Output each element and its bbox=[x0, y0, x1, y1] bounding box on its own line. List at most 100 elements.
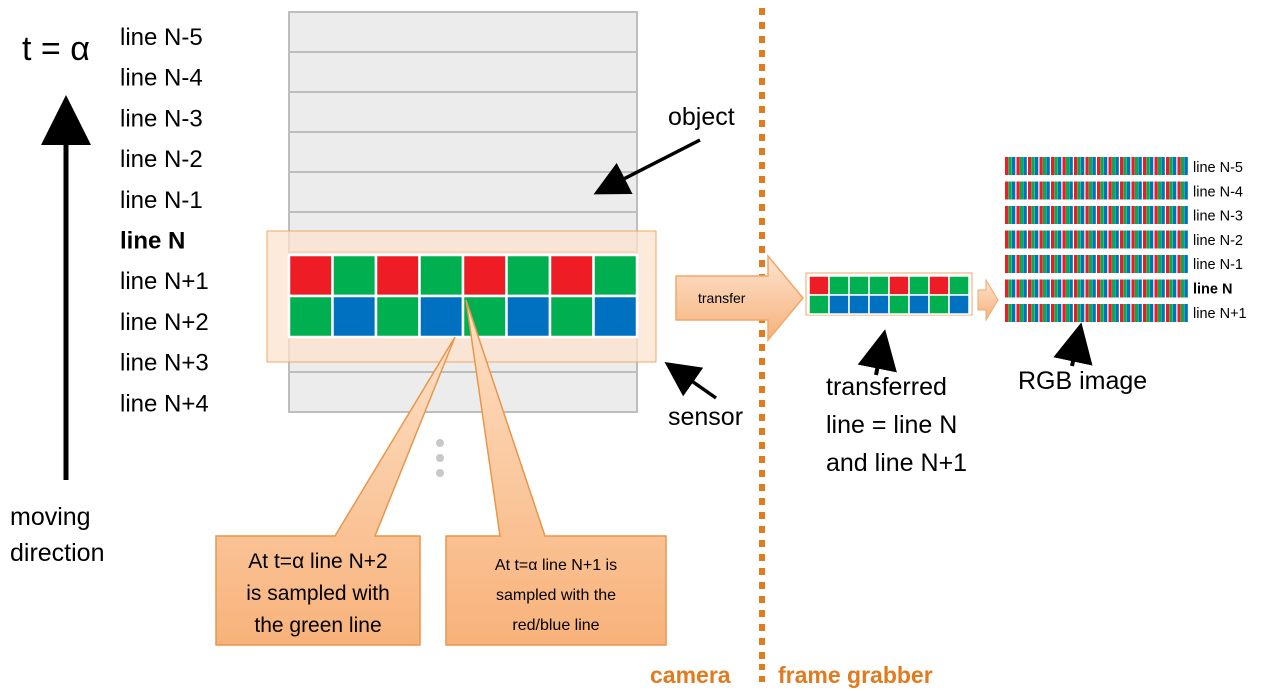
rgb-subpixel-red bbox=[1005, 304, 1009, 322]
rgb-line-label: line N-2 bbox=[1193, 233, 1243, 249]
rgb-subpixel-red bbox=[1131, 255, 1135, 273]
rgb-subpixel-red bbox=[1039, 206, 1043, 224]
rgb-subpixel-green bbox=[1066, 279, 1070, 298]
moving-direction-label-1: moving bbox=[10, 503, 91, 531]
rgb-subpixel-red bbox=[1062, 157, 1066, 175]
rgb-subpixel-red bbox=[1108, 304, 1112, 322]
rgb-subpixel-green bbox=[1031, 206, 1035, 224]
bayer-pixel-green bbox=[331, 253, 378, 298]
rgb-subpixel-green bbox=[1020, 157, 1024, 175]
transferred-pixel-green bbox=[848, 275, 870, 296]
rgb-subpixel-blue bbox=[1138, 279, 1142, 298]
rgb-subpixel-red bbox=[1005, 230, 1009, 249]
rgb-subpixel-red bbox=[1051, 255, 1055, 273]
rgb-subpixel-blue bbox=[1184, 255, 1188, 273]
callout-redblue-text-1: At t=α line N+1 is bbox=[495, 557, 617, 574]
rgb-subpixel-blue bbox=[1023, 157, 1027, 175]
rgb-subpixel-blue bbox=[1104, 279, 1108, 298]
transfer-label: transfer bbox=[698, 290, 746, 306]
rgb-subpixel-red bbox=[1154, 206, 1158, 224]
to-rgb-arrow bbox=[977, 278, 999, 322]
rgb-subpixel-blue bbox=[1104, 206, 1108, 224]
rgb-subpixel-blue bbox=[1069, 181, 1073, 200]
rgb-subpixel-red bbox=[1108, 279, 1112, 298]
rgb-subpixel-blue bbox=[1150, 304, 1154, 322]
object-line-bar bbox=[288, 11, 638, 53]
rgb-subpixel-red bbox=[1016, 255, 1020, 273]
rgb-subpixel-red bbox=[1143, 279, 1147, 298]
rgb-subpixel-green bbox=[1031, 304, 1035, 322]
rgb-subpixel-blue bbox=[1150, 255, 1154, 273]
rgb-subpixel-green bbox=[1181, 255, 1185, 273]
callout-redblue-line: At t=α line N+1 is sampled with the red/… bbox=[445, 299, 667, 646]
rgb-subpixel-green bbox=[1135, 206, 1139, 224]
rgb-subpixel-green bbox=[1031, 279, 1035, 298]
rgb-subpixel-green bbox=[1020, 181, 1024, 200]
rgb-subpixel-red bbox=[1062, 279, 1066, 298]
rgb-subpixel-green bbox=[1066, 181, 1070, 200]
rgb-subpixel-red bbox=[1074, 206, 1078, 224]
bayer-pixel-green bbox=[418, 253, 465, 298]
rgb-subpixel-blue bbox=[1161, 255, 1165, 273]
rgb-subpixel-green bbox=[1077, 255, 1081, 273]
rgb-subpixel-blue bbox=[1012, 255, 1016, 273]
rgb-subpixel-green bbox=[1054, 255, 1058, 273]
rgb-subpixel-blue bbox=[1138, 181, 1142, 200]
rgb-subpixel-red bbox=[1085, 181, 1089, 200]
rgb-subpixel-red bbox=[1177, 157, 1181, 175]
rgb-subpixel-blue bbox=[1173, 304, 1177, 322]
rgb-subpixel-red bbox=[1108, 230, 1112, 249]
rgb-subpixel-green bbox=[1043, 157, 1047, 175]
rgb-subpixel-blue bbox=[1161, 304, 1165, 322]
rgb-subpixel-blue bbox=[1115, 157, 1119, 175]
rgb-subpixel-green bbox=[1169, 181, 1173, 200]
rgb-subpixel-blue bbox=[1115, 230, 1119, 249]
rgb-subpixel-red bbox=[1177, 279, 1181, 298]
rgb-subpixel-green bbox=[1020, 279, 1024, 298]
rgb-subpixel-green bbox=[1135, 255, 1139, 273]
rgb-subpixel-red bbox=[1154, 230, 1158, 249]
rgb-subpixel-green bbox=[1169, 279, 1173, 298]
rgb-subpixel-green bbox=[1146, 230, 1150, 249]
rgb-subpixel-red bbox=[1028, 181, 1032, 200]
rgb-subpixel-green bbox=[1054, 157, 1058, 175]
rgb-subpixel-blue bbox=[1173, 181, 1177, 200]
rgb-subpixel-blue bbox=[1161, 206, 1165, 224]
rgb-subpixel-green bbox=[1066, 206, 1070, 224]
object-line-bar bbox=[288, 131, 638, 173]
rgb-subpixel-green bbox=[1158, 279, 1162, 298]
rgb-subpixel-green bbox=[1181, 181, 1185, 200]
bayer-pixel-green bbox=[548, 294, 595, 339]
rgb-subpixel-red bbox=[1177, 181, 1181, 200]
rgb-subpixel-red bbox=[1051, 304, 1055, 322]
rgb-subpixel-green bbox=[1031, 255, 1035, 273]
rgb-subpixel-blue bbox=[1035, 206, 1039, 224]
rgb-subpixel-green bbox=[1054, 230, 1058, 249]
rgb-subpixel-blue bbox=[1173, 157, 1177, 175]
rgb-subpixel-green bbox=[1123, 279, 1127, 298]
rgb-subpixel-red bbox=[1028, 206, 1032, 224]
transfer-arrow: transfer bbox=[675, 253, 804, 343]
rgb-subpixel-red bbox=[1154, 279, 1158, 298]
rgb-subpixel-green bbox=[1100, 279, 1104, 298]
rgb-subpixel-green bbox=[1020, 304, 1024, 322]
rgb-subpixel-red bbox=[1097, 279, 1101, 298]
rgb-subpixel-red bbox=[1005, 279, 1009, 298]
rgb-subpixel-blue bbox=[1127, 279, 1131, 298]
rgb-subpixel-green bbox=[1089, 279, 1093, 298]
rgb-subpixel-red bbox=[1028, 279, 1032, 298]
rgb-subpixel-blue bbox=[1058, 304, 1062, 322]
rgb-subpixel-red bbox=[1085, 255, 1089, 273]
transferred-pixel-green bbox=[808, 294, 830, 315]
rgb-subpixel-green bbox=[1077, 157, 1081, 175]
rgb-subpixel-blue bbox=[1115, 304, 1119, 322]
rgb-subpixel-red bbox=[1108, 157, 1112, 175]
rgb-subpixel-red bbox=[1074, 181, 1078, 200]
rgb-subpixel-red bbox=[1039, 255, 1043, 273]
rgb-subpixel-blue bbox=[1035, 279, 1039, 298]
bayer-pixel-blue bbox=[418, 294, 465, 339]
transferred-pixel-green bbox=[868, 275, 890, 296]
rgb-subpixel-blue bbox=[1058, 206, 1062, 224]
bayer-sensor-grid bbox=[287, 253, 639, 339]
rgb-subpixel-red bbox=[1143, 181, 1147, 200]
